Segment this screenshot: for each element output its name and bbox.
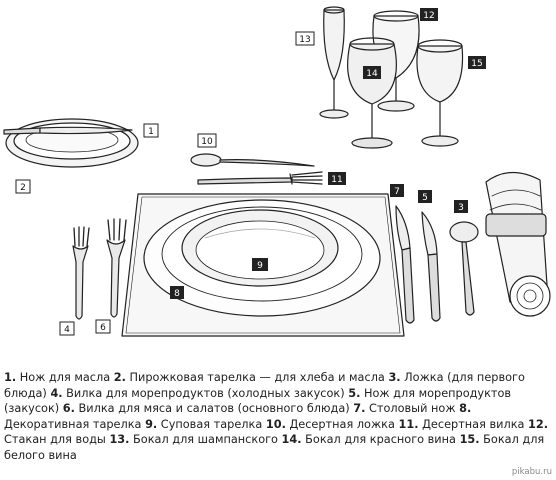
callout-7: 7 <box>390 184 404 197</box>
legend-item-text: Вилка для мяса и салатов (основного блюд… <box>74 402 354 416</box>
seafood-knife <box>421 211 441 322</box>
legend-item-number: 14. <box>281 433 302 447</box>
callout-5: 5 <box>418 190 432 203</box>
legend-item-text: Бокал для красного вина <box>301 433 460 447</box>
callout-8: 8 <box>170 286 184 299</box>
callout-number: 11 <box>331 175 342 185</box>
legend-item: 6. Вилка для мяса и салатов (основного б… <box>63 402 353 415</box>
legend-item-number: 9. <box>145 417 158 431</box>
legend-item-number: 1. <box>4 371 17 384</box>
callout-13: 13 <box>295 31 315 46</box>
legend-item-number: 6. <box>62 402 75 416</box>
legend-item: 8. Декоративная тарелка <box>4 402 471 431</box>
legend-item-text: Ложка (для первого блюда) <box>4 371 525 400</box>
callout-number: 10 <box>201 137 213 147</box>
legend-item: 2. Пирожковая тарелка — для хлеба и масл… <box>114 371 389 384</box>
dinner-knife <box>395 205 415 324</box>
callout-number: 1 <box>148 127 154 137</box>
callout-11: 11 <box>328 172 346 185</box>
legend-item: 10. Десертная ложка <box>266 418 399 431</box>
legend-item: 1. Нож для масла <box>4 371 114 384</box>
legend-item-text: Пирожковая тарелка — для хлеба и масла <box>125 371 389 384</box>
legend-item-number: 2. <box>113 371 126 384</box>
callout-10: 10 <box>197 133 217 148</box>
legend-item-number: 3. <box>388 371 401 384</box>
dessert-fork <box>197 171 323 185</box>
callout-number: 2 <box>20 183 26 193</box>
champagne-flute <box>319 6 349 119</box>
callout-3: 3 <box>454 200 468 213</box>
legend: 1. Нож для масла 2. Пирожковая тарелка —… <box>4 370 552 464</box>
callout-number: 3 <box>458 203 464 213</box>
napkin-roll <box>485 171 551 317</box>
callout-12: 12 <box>420 8 438 21</box>
legend-item: 3. Ложка (для первого блюда) <box>4 371 525 400</box>
main-fork <box>106 218 127 318</box>
legend-item-text: Декоративная тарелка <box>4 417 146 431</box>
callout-number: 8 <box>174 289 180 299</box>
callout-number: 5 <box>422 193 428 203</box>
callout-2: 2 <box>15 179 31 194</box>
legend-item: 11. Десертная вилка <box>398 418 528 431</box>
callout-9: 9 <box>252 258 268 271</box>
legend-item-number: 12. <box>528 417 549 431</box>
legend-item: 7. Столовый нож <box>353 402 459 415</box>
legend-item-text: Нож для морепродуктов (закусок) <box>4 386 512 416</box>
legend-item-number: 13. <box>109 433 130 447</box>
legend-item-text: Нож для масла <box>16 371 114 384</box>
seafood-fork <box>72 226 90 320</box>
legend-item-text: Десертная ложка <box>285 417 399 431</box>
legend-item-number: 4. <box>50 386 63 400</box>
white-wine-glass <box>416 39 464 147</box>
callout-number: 4 <box>64 325 70 335</box>
callout-4: 4 <box>59 321 75 336</box>
legend-item: 4. Вилка для морепродуктов (холодных зак… <box>50 387 348 400</box>
bread-plate <box>5 118 139 168</box>
legend-item: 12. Стакан для воды <box>4 418 548 447</box>
callout-number: 6 <box>100 323 106 333</box>
callout-number: 14 <box>366 69 378 79</box>
red-wine-glass <box>347 37 397 149</box>
legend-item: 5. Нож для морепродуктов (закусок) <box>4 387 511 416</box>
legend-item-text: Стакан для воды <box>4 433 110 447</box>
watermark: pikabu.ru <box>511 467 552 477</box>
callout-number: 12 <box>423 11 434 21</box>
legend-item-text: Бокал для белого вина <box>4 433 545 462</box>
callout-number: 7 <box>394 187 400 197</box>
callout-15: 15 <box>468 56 486 69</box>
soup-spoon <box>449 221 479 316</box>
legend-item: 9. Суповая тарелка <box>145 418 266 431</box>
legend-item-number: 7. <box>353 402 366 416</box>
legend-item-number: 5. <box>348 386 361 400</box>
callout-1: 1 <box>143 123 159 138</box>
callout-14: 14 <box>363 66 381 79</box>
callout-number: 9 <box>257 261 263 271</box>
legend-item: 14. Бокал для красного вина <box>282 433 460 446</box>
legend-item-number: 8. <box>459 402 472 416</box>
butter-knife <box>3 126 133 135</box>
legend-item-text: Вилка для морепродуктов (холодных закусо… <box>62 386 349 400</box>
legend-item-text: Столовый нож <box>365 402 460 416</box>
legend-item: 15. Бокал для белого вина <box>4 433 544 462</box>
legend-item-text: Суповая тарелка <box>157 417 266 431</box>
legend-item-number: 10. <box>265 417 286 431</box>
callout-number: 13 <box>299 35 310 45</box>
legend-item-text: Десертная вилка <box>418 417 529 431</box>
legend-item-number: 11. <box>398 417 419 431</box>
legend-item-text: Бокал для шампанского <box>129 433 282 447</box>
legend-item: 13. Бокал для шампанского <box>109 433 281 446</box>
callout-number: 15 <box>471 59 482 69</box>
callout-6: 6 <box>95 319 111 334</box>
dessert-spoon <box>190 153 315 167</box>
legend-item-number: 15. <box>459 433 480 447</box>
